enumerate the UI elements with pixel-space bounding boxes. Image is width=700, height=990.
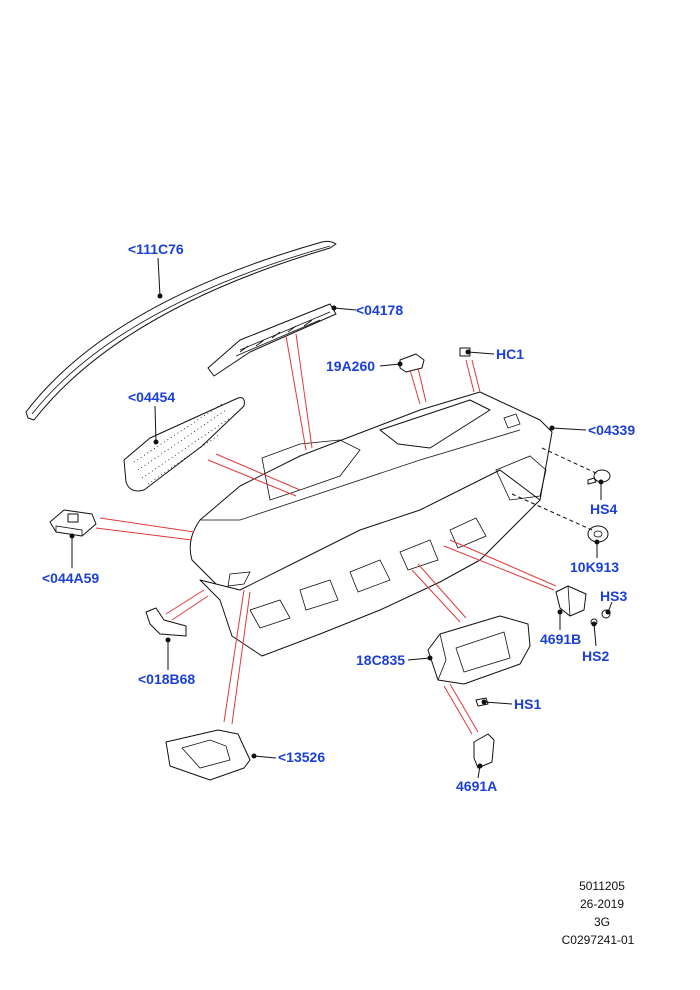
callout-10k913: 10K913 bbox=[570, 559, 619, 575]
callout-044a59: <044A59 bbox=[42, 570, 99, 586]
callout-hc1: HC1 bbox=[496, 346, 524, 362]
part-screw-hs4 bbox=[587, 469, 611, 485]
callout-labels: <111C76 <04178 19A260 HC1 <04454 <04339 … bbox=[42, 241, 635, 794]
callout-hs4: HS4 bbox=[590, 501, 617, 517]
part-sensor bbox=[399, 353, 425, 373]
reference-line-2: 26-2019 bbox=[580, 897, 624, 911]
callout-4691a: 4691A bbox=[456, 778, 497, 794]
reference-line-4: C0297241-01 bbox=[562, 933, 635, 947]
reference-line-3: 3G bbox=[594, 915, 610, 929]
part-trim-strip bbox=[25, 240, 337, 421]
callout-hs2: HS2 bbox=[582, 648, 609, 664]
assembly-lines bbox=[95, 333, 599, 735]
part-bracket-4691a bbox=[473, 733, 495, 769]
callout-18c835: 18C835 bbox=[356, 652, 405, 668]
callout-04178: <04178 bbox=[356, 302, 403, 318]
reference-block: 5011205 26-2019 3G C0297241-01 bbox=[562, 879, 635, 947]
part-cover-plate bbox=[165, 729, 251, 781]
callout-hs1: HS1 bbox=[514, 696, 541, 712]
callout-hs3: HS3 bbox=[600, 588, 627, 604]
callout-04454: <04454 bbox=[128, 389, 175, 405]
part-upper-vent bbox=[207, 303, 337, 377]
callout-19a260: 19A260 bbox=[326, 358, 375, 374]
callout-13526: <13526 bbox=[278, 749, 325, 765]
leader-lines bbox=[69, 257, 613, 779]
callout-4691b: 4691B bbox=[540, 631, 581, 647]
part-grommet bbox=[587, 525, 609, 543]
callout-111c76: <111C76 bbox=[128, 241, 184, 257]
part-lower-module bbox=[427, 615, 531, 685]
part-speaker-panel bbox=[123, 397, 245, 492]
callout-04339: <04339 bbox=[588, 422, 635, 438]
reference-line-1: 5011205 bbox=[579, 879, 625, 893]
part-bracket-018b68 bbox=[145, 607, 187, 637]
part-switch-pack bbox=[49, 509, 97, 537]
part-instrument-panel bbox=[189, 391, 553, 657]
part-bracket-4691b bbox=[555, 585, 587, 617]
callout-018b68: <018B68 bbox=[138, 671, 195, 687]
